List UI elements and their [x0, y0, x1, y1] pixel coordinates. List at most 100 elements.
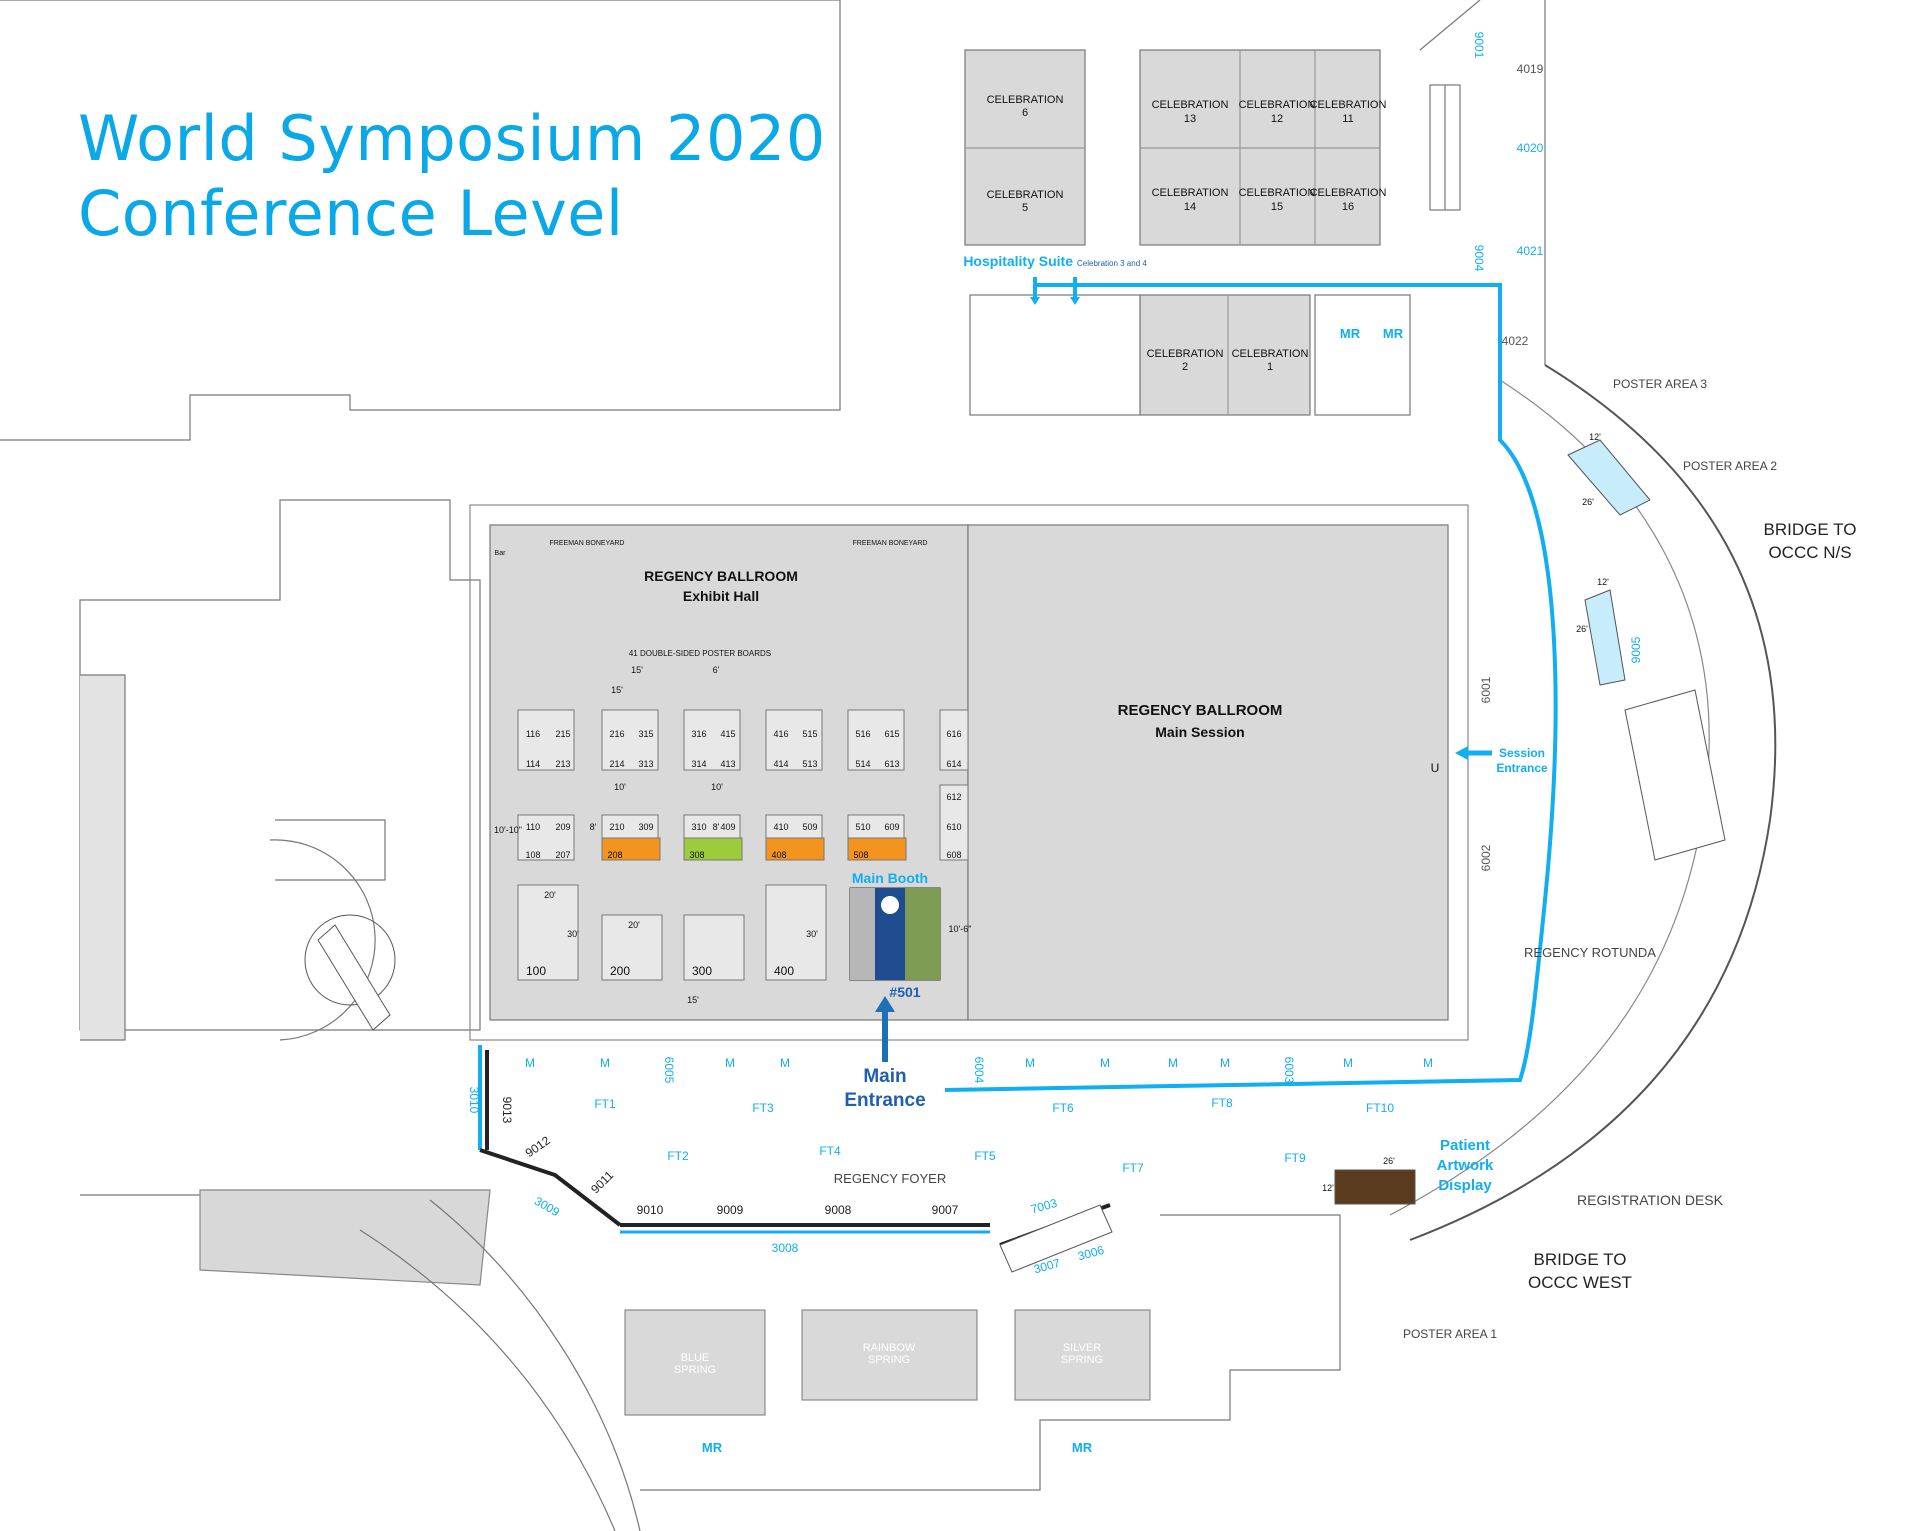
celebration-rooms — [964, 49, 1461, 416]
dim-label: 12' — [1322, 1183, 1334, 1193]
label-hospitality-suite: Hospitality Suite — [963, 253, 1073, 269]
label-celebration-11-num: 11 — [1342, 113, 1353, 125]
wall-codes: 9001 4019 4020 4021 4022 9004 9005 6001 … — [467, 32, 1643, 1277]
booth-num: 610 — [946, 822, 961, 832]
poster-area-1-shape — [1334, 1169, 1416, 1205]
label-celebration-11: CELEBRATION — [1310, 99, 1387, 111]
code: 3006 — [1076, 1243, 1106, 1264]
label-celebration-15: CELEBRATION — [1239, 187, 1316, 199]
code: 9001 — [1472, 32, 1486, 59]
room-celebration-2-1 — [1139, 294, 1311, 416]
booth-num: 216 — [609, 729, 624, 739]
code: 7003 — [1029, 1196, 1059, 1217]
booth-num: 213 — [555, 759, 570, 769]
label-patient-artwork-3: Display — [1438, 1177, 1492, 1194]
m-marker: M — [1025, 1056, 1035, 1070]
booth-island: 200 — [610, 964, 630, 978]
label-rainbow-spring-2: SPRING — [868, 1354, 910, 1366]
code: 3010 — [467, 1087, 481, 1114]
label-celebration-16: CELEBRATION — [1310, 187, 1387, 199]
label-boneyard-2: FREEMAN BONEYARD — [853, 540, 928, 547]
map-title-line1: World Symposium 2020 — [78, 102, 826, 175]
booth-island: 100 — [526, 964, 546, 978]
code: 6005 — [662, 1057, 676, 1084]
label-exhibit-title: REGENCY BALLROOM — [644, 568, 798, 584]
label-celebration-1: CELEBRATION — [1232, 348, 1309, 360]
label-celebration-13: CELEBRATION — [1152, 99, 1229, 111]
label-celebration-5-num: 5 — [1022, 202, 1028, 214]
booth-num: 108 — [525, 850, 540, 860]
highlighted-booths — [601, 837, 907, 861]
booth-508 — [847, 837, 907, 861]
label-exhibit-sub: Exhibit Hall — [683, 588, 759, 604]
booth-num: 313 — [638, 759, 653, 769]
dim-label: 20' — [544, 890, 556, 900]
label-silver-spring: SILVER — [1063, 1342, 1101, 1354]
label-celebration-2: CELEBRATION — [1147, 348, 1224, 360]
code: 6001 — [1479, 676, 1493, 703]
code: 9007 — [932, 1203, 959, 1217]
label-bar: Bar — [495, 550, 507, 557]
label-main-entrance-1: Main — [863, 1066, 906, 1087]
food-table: FT10 — [1366, 1101, 1394, 1115]
m-marker: M — [725, 1056, 735, 1070]
food-table: FT2 — [667, 1149, 689, 1163]
code: 9009 — [717, 1203, 744, 1217]
code: 4021 — [1517, 244, 1544, 258]
booth-num: 612 — [946, 792, 961, 802]
label-poster-area-3: POSTER AREA 3 — [1613, 377, 1707, 391]
label-silver-spring-2: SPRING — [1061, 1354, 1103, 1366]
room-silver-spring — [1014, 1309, 1151, 1401]
label-poster-boards: 41 DOUBLE-SIDED POSTER BOARDS — [629, 649, 771, 658]
label-celebration-5: CELEBRATION — [987, 189, 1064, 201]
booth-num: 510 — [855, 822, 870, 832]
label-bridge-west-1: BRIDGE TO — [1534, 1250, 1627, 1269]
label-poster-area-1: POSTER AREA 1 — [1403, 1327, 1497, 1341]
food-table: FT1 — [594, 1097, 616, 1111]
food-table: FT6 — [1052, 1101, 1074, 1115]
food-table: FT9 — [1284, 1151, 1306, 1165]
booth-num: 413 — [720, 759, 735, 769]
food-table: FT3 — [752, 1101, 774, 1115]
room-hospitality-suite — [969, 294, 1141, 416]
dim-label: 10'-6" — [949, 924, 972, 934]
label-mr-1: MR — [1340, 326, 1361, 341]
booth-num: 208 — [607, 850, 622, 860]
dim-label: 15' — [631, 665, 643, 675]
dim-label: 8' — [590, 822, 597, 832]
booth-num: 410 — [773, 822, 788, 832]
dim-label: 30' — [806, 929, 818, 939]
label-celebration-12-num: 12 — [1271, 113, 1283, 125]
label-celebration-1-num: 1 — [1267, 361, 1273, 373]
south-meeting-rooms — [624, 1309, 1151, 1416]
booth-num: 508 — [853, 850, 868, 860]
dim-label: 30' — [567, 929, 579, 939]
main-entrance-arrow — [875, 996, 895, 1062]
booth-num: 315 — [638, 729, 653, 739]
label-celebration-14: CELEBRATION — [1152, 187, 1229, 199]
m-markers: M M M M M M M M M M — [525, 1056, 1433, 1070]
code: 3009 — [532, 1194, 562, 1220]
m-marker: M — [525, 1056, 535, 1070]
code: 6002 — [1479, 844, 1493, 871]
booth-number-labels: 116 215 216 315 316 415 416 515 516 615 … — [525, 729, 961, 978]
dim-label: 20' — [628, 920, 640, 930]
m-marker: M — [1220, 1056, 1230, 1070]
room-rainbow-spring — [801, 1309, 978, 1401]
label-celebration-14-num: 14 — [1184, 201, 1196, 213]
booth-num: 414 — [773, 759, 788, 769]
m-marker: M — [780, 1056, 790, 1070]
dim-label: 10' — [711, 782, 723, 792]
m-marker: M — [1100, 1056, 1110, 1070]
label-bridge-ns-2: OCCC N/S — [1768, 543, 1851, 562]
foyer-walls — [478, 1045, 1111, 1247]
booth-num: 613 — [884, 759, 899, 769]
code: 9005 — [1629, 636, 1643, 663]
booth-num: 308 — [689, 850, 704, 860]
poster-area-3-shape — [1567, 439, 1651, 516]
m-marker: M — [1168, 1056, 1178, 1070]
label-blue-spring: BLUE — [681, 1352, 710, 1364]
label-mr-4: MR — [1072, 1440, 1093, 1455]
dim-label: 8' — [713, 822, 720, 832]
